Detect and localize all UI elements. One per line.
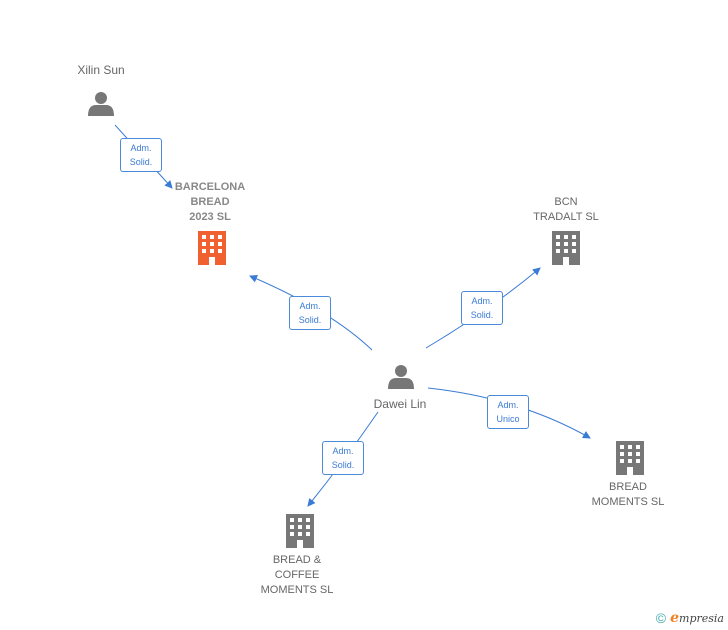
copyright-icon: © [655, 610, 667, 626]
brand-logo[interactable]: empresia [670, 610, 724, 626]
company-name-line: BREAD & [272, 554, 322, 566]
company-name-line: MOMENTS SL [591, 496, 665, 508]
brand-initial: e [670, 610, 680, 626]
building-icon[interactable] [286, 514, 314, 548]
company-name-line: BREAD [609, 481, 647, 493]
person-name[interactable]: Xilin Sun [77, 63, 125, 77]
building-icon[interactable] [616, 441, 644, 475]
edge-role-type: Solid. [331, 460, 355, 470]
company-name-line: TRADALT SL [533, 211, 599, 223]
node-label-bcn-tradalt[interactable]: BCN TRADALT SL [516, 195, 616, 225]
person-name[interactable]: Dawei Lin [373, 397, 427, 411]
node-label-xilin-sun[interactable]: Xilin Sun [56, 63, 146, 78]
node-label-dawei-lin[interactable]: Dawei Lin [355, 397, 445, 412]
edge-label-dawei-coffee: Adm. Solid. [322, 441, 364, 475]
company-name-line: COFFEE [274, 569, 320, 581]
person-icon[interactable] [88, 92, 114, 116]
company-name-line: BREAD [190, 196, 230, 208]
person-icon[interactable] [388, 365, 414, 389]
node-label-barcelona-bread[interactable]: BARCELONA BREAD 2023 SL [160, 180, 260, 225]
edge-label-dawei-bcn: Adm. Solid. [461, 291, 503, 325]
edge-role-type: Solid. [470, 310, 494, 320]
edge-role: Adm. [130, 143, 152, 153]
building-icon[interactable] [198, 231, 226, 265]
brand-name: mpresia [679, 612, 724, 625]
edge-role: Adm. [299, 301, 321, 311]
company-name-line: MOMENTS SL [260, 584, 334, 596]
edge-label-xilin-barcelona: Adm. Solid. [120, 138, 162, 172]
edge-label-dawei-moments: Adm. Unico [487, 395, 529, 429]
edge-role: Adm. [497, 400, 519, 410]
node-label-bread-coffee-moments[interactable]: BREAD & COFFEE MOMENTS SL [247, 553, 347, 598]
edge-role-type: Unico [496, 414, 520, 424]
company-name-line: BARCELONA [174, 181, 246, 193]
edge-role-type: Solid. [129, 157, 153, 167]
edge-role: Adm. [471, 296, 493, 306]
edge-role-type: Solid. [298, 315, 322, 325]
edge-role: Adm. [332, 446, 354, 456]
footer-brand: © empresia [656, 610, 724, 626]
building-icon[interactable] [552, 231, 580, 265]
company-name-line: 2023 SL [189, 211, 231, 223]
company-name-line: BCN [554, 196, 578, 208]
node-label-bread-moments[interactable]: BREAD MOMENTS SL [578, 480, 678, 510]
edge-label-dawei-barcelona: Adm. Solid. [289, 296, 331, 330]
